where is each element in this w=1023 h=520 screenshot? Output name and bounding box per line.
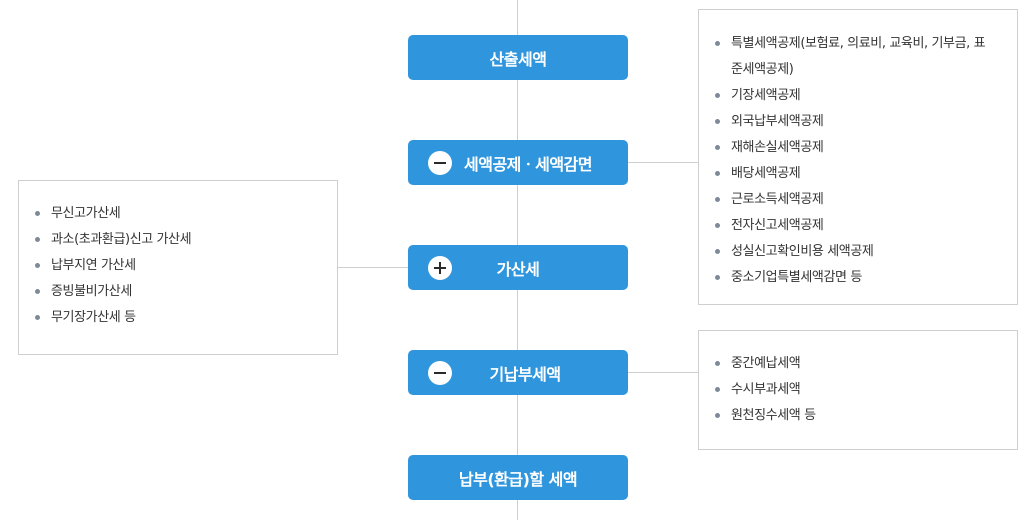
connector-deductions [628,162,698,163]
bullet-icon [715,223,720,228]
list-item: 재해손실세액공제 [715,135,995,161]
bullet-icon [715,41,720,46]
bullet-icon [35,289,40,294]
bullet-icon [35,237,40,242]
list-item: 중소기업특별세액감면 등 [715,265,995,291]
list-item: 외국납부세액공제 [715,109,995,135]
step-label: 산출세액 [489,49,547,69]
bullet-icon [715,197,720,202]
connector-penalties [338,267,408,268]
bullet-icon [35,263,40,268]
list-item: 전자신고세액공제 [715,213,995,239]
step-label: 기납부세액 [489,364,561,384]
step-payable-tax: 납부(환급)할 세액 [408,455,628,500]
step-label: 가산세 [496,259,540,279]
bullet-icon [715,387,720,392]
bullet-icon [715,361,720,366]
bullet-icon [715,275,720,280]
minus-icon [428,360,452,385]
prepaid-list: 중간예납세액 수시부과세액 원천징수세액 등 [715,351,1007,429]
step-calculated-tax: 산출세액 [408,35,628,80]
bullet-icon [35,315,40,320]
deductions-box: 특별세액공제(보험료, 의료비, 교육비, 기부금, 표준세액공제) 기장세액공… [698,9,1018,305]
bullet-icon [715,93,720,98]
list-item: 무기장가산세 등 [35,305,327,331]
deductions-list: 특별세액공제(보험료, 의료비, 교육비, 기부금, 표준세액공제) 기장세액공… [715,31,995,291]
step-additional-tax: 가산세 [408,245,628,290]
list-item: 특별세액공제(보험료, 의료비, 교육비, 기부금, 표준세액공제) [715,31,995,83]
step-label: 세액공제ㆍ세액감면 [464,154,592,174]
list-item: 기장세액공제 [715,83,995,109]
prepaid-box: 중간예납세액 수시부과세액 원천징수세액 등 [698,330,1018,450]
step-prepaid-tax: 기납부세액 [408,350,628,395]
connector-prepaid [628,372,698,373]
list-item: 근로소득세액공제 [715,187,995,213]
bullet-icon [715,119,720,124]
list-item: 납부지연 가산세 [35,253,327,279]
step-tax-credits-reductions: 세액공제ㆍ세액감면 [408,140,628,185]
bullet-icon [715,145,720,150]
list-item: 무신고가산세 [35,201,327,227]
plus-icon [428,255,452,280]
bullet-icon [35,211,40,216]
list-item: 과소(초과환급)신고 가산세 [35,227,327,253]
minus-icon [428,150,452,175]
list-item: 수시부과세액 [715,377,1007,403]
bullet-icon [715,413,720,418]
penalties-box: 무신고가산세 과소(초과환급)신고 가산세 납부지연 가산세 증빙불비가산세 무… [18,180,338,355]
step-label: 납부(환급)할 세액 [458,469,578,489]
bullet-icon [715,249,720,254]
list-item: 중간예납세액 [715,351,1007,377]
list-item: 배당세액공제 [715,161,995,187]
list-item: 성실신고확인비용 세액공제 [715,239,995,265]
penalties-list: 무신고가산세 과소(초과환급)신고 가산세 납부지연 가산세 증빙불비가산세 무… [35,201,327,331]
bullet-icon [715,171,720,176]
list-item: 증빙불비가산세 [35,279,327,305]
list-item: 원천징수세액 등 [715,403,1007,429]
